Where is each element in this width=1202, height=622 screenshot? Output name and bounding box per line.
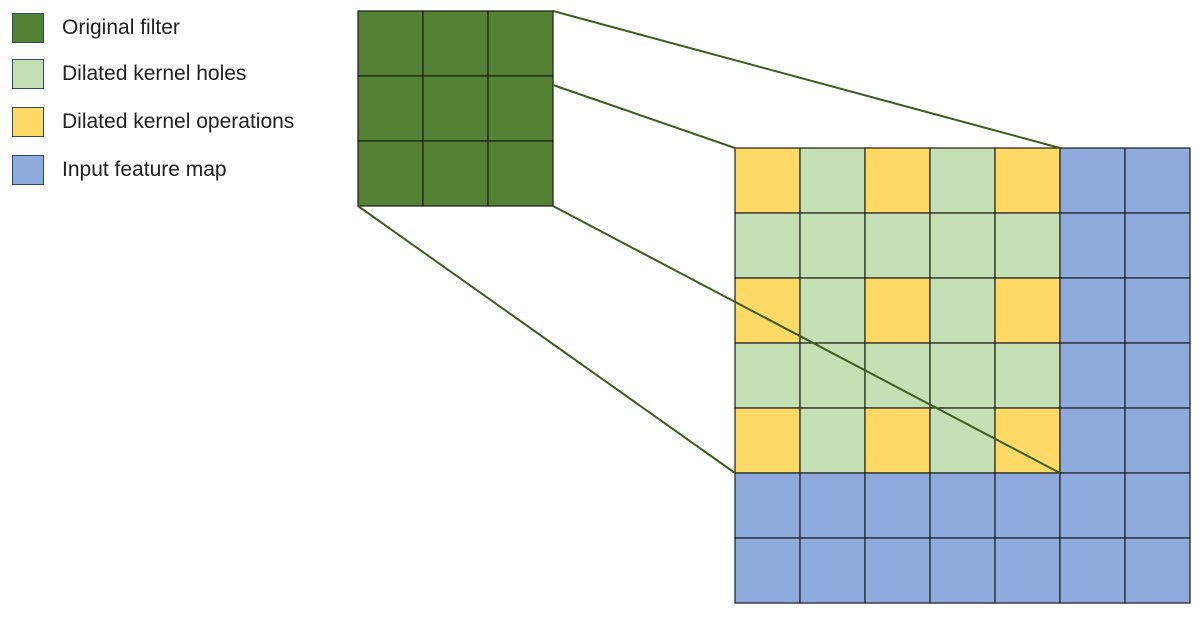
input-map-cell-holes (799, 147, 866, 214)
input-map-cell-input (864, 537, 931, 604)
input-map-cell-input (994, 537, 1061, 604)
input-map-cell-input (864, 472, 931, 539)
input-map-cell-input (929, 537, 996, 604)
projection-line-bottom-right (552, 205, 1061, 474)
input-map-cell-holes (799, 212, 866, 279)
original-filter-cell (487, 75, 554, 142)
dilated-kernel-operations-swatch (12, 107, 44, 137)
original-filter-cell (422, 140, 489, 207)
input-map-cell-input (994, 472, 1061, 539)
input-map-cell-operations (864, 407, 931, 474)
original-filter-grid (357, 10, 554, 207)
input-map-cell-operations (994, 147, 1061, 214)
input-map-cell-operations (864, 147, 931, 214)
projection-line-top-left (552, 84, 736, 149)
input-map-cell-input (1059, 472, 1126, 539)
input-map-cell-input (1124, 342, 1191, 409)
input-map-cell-input (1059, 277, 1126, 344)
input-map-cell-input (734, 472, 801, 539)
original-filter-cell (487, 10, 554, 77)
original-filter-cell (357, 75, 424, 142)
input-map-cell-operations (734, 407, 801, 474)
input-map-cell-input (1124, 537, 1191, 604)
input-map-cell-holes (994, 342, 1061, 409)
input-map-cell-operations (864, 277, 931, 344)
input-feature-map-grid (734, 147, 1191, 604)
input-feature-map-label: Input feature map (62, 158, 227, 181)
input-map-cell-holes (929, 342, 996, 409)
original-filter-cell (487, 140, 554, 207)
input-map-cell-holes (994, 212, 1061, 279)
legend-item-input-feature-map: Input feature map (12, 153, 227, 187)
input-map-cell-input (1124, 472, 1191, 539)
original-filter-cell (357, 10, 424, 77)
input-map-cell-holes (929, 407, 996, 474)
original-filter-label: Original filter (62, 16, 180, 39)
legend-item-dilated-kernel-operations: Dilated kernel operations (12, 105, 294, 139)
input-map-cell-input (1059, 407, 1126, 474)
original-filter-cell (357, 140, 424, 207)
legend: Original filter Dilated kernel holes Dil… (0, 0, 340, 200)
input-map-cell-operations (734, 147, 801, 214)
input-feature-map-swatch (12, 155, 44, 185)
projection-line-bottom-left (357, 205, 736, 474)
legend-item-dilated-kernel-holes: Dilated kernel holes (12, 57, 246, 91)
input-map-cell-holes (929, 147, 996, 214)
input-map-cell-holes (734, 212, 801, 279)
input-map-cell-input (1059, 537, 1126, 604)
input-map-cell-input (929, 472, 996, 539)
input-map-cell-holes (734, 342, 801, 409)
input-map-cell-input (1059, 147, 1126, 214)
input-map-cell-input (1124, 277, 1191, 344)
input-map-cell-holes (799, 277, 866, 344)
original-filter-cell (422, 75, 489, 142)
input-map-cell-input (1124, 212, 1191, 279)
input-map-cell-input (799, 472, 866, 539)
input-map-cell-input (734, 537, 801, 604)
legend-item-original-filter: Original filter (12, 11, 180, 45)
input-map-cell-operations (994, 277, 1061, 344)
input-map-cell-holes (799, 407, 866, 474)
input-map-cell-input (1124, 407, 1191, 474)
projection-lines (357, 10, 1061, 474)
input-map-cell-input (1124, 147, 1191, 214)
dilated-kernel-operations-label: Dilated kernel operations (62, 110, 295, 133)
input-map-cell-operations (734, 277, 801, 344)
dilated-kernel-holes-swatch (12, 59, 44, 89)
input-map-cell-input (799, 537, 866, 604)
original-filter-swatch (12, 13, 44, 43)
input-map-cell-holes (929, 277, 996, 344)
original-filter-cell (422, 10, 489, 77)
input-map-cell-holes (929, 212, 996, 279)
input-map-cell-holes (864, 212, 931, 279)
input-map-cell-operations (994, 407, 1061, 474)
input-map-cell-input (1059, 342, 1126, 409)
dilated-kernel-holes-label: Dilated kernel holes (62, 62, 247, 85)
projection-line-top-right (552, 10, 1061, 149)
input-map-cell-input (1059, 212, 1126, 279)
